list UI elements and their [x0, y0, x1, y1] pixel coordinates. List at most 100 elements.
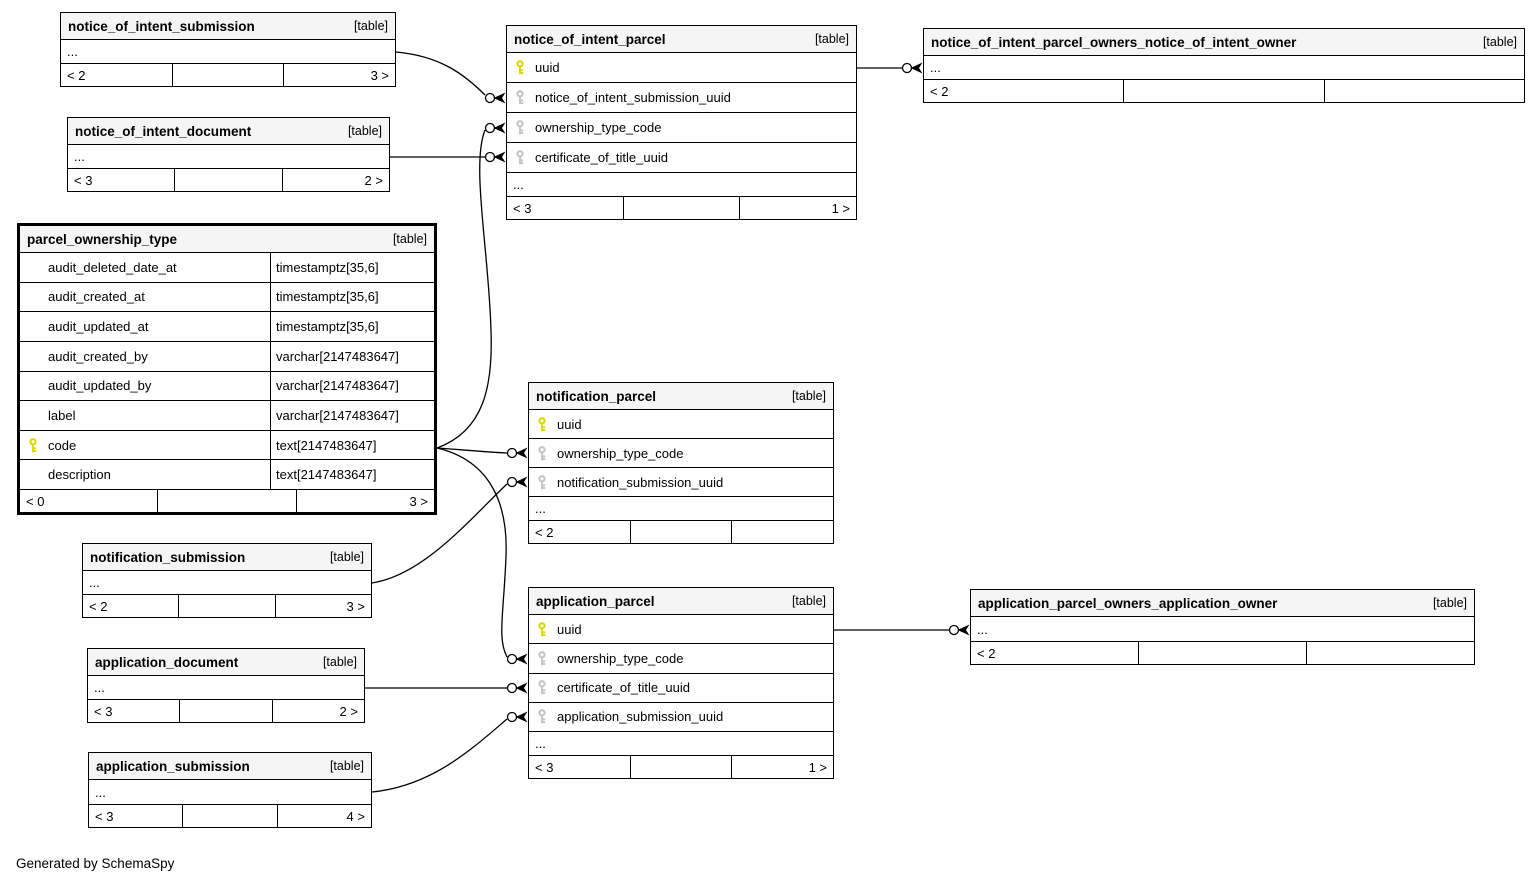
fk-count: < 3 [535, 759, 554, 775]
footer-middle [157, 490, 297, 512]
table-footer: < 2 [924, 80, 1524, 102]
table-parcel_ownership_type[interactable]: parcel_ownership_type [table] audit_delete… [17, 223, 437, 515]
fk-count: < 3 [95, 808, 114, 824]
table-name[interactable]: notification_submission [90, 549, 246, 565]
table-application_parcel_owners_application_owner[interactable]: application_parcel_owners_application_ow… [970, 589, 1475, 665]
zero-one-circle-marker [506, 476, 518, 488]
column-name: audit_updated_at [48, 319, 149, 335]
child-count: 3 > [370, 67, 390, 83]
child-count: 2 > [364, 172, 383, 188]
key-spacer [27, 467, 40, 482]
column-name: uuid [557, 621, 582, 637]
table-name[interactable]: notification_parcel [536, 388, 657, 404]
child-count: 3 > [409, 493, 428, 509]
relationship-line-notification_submission-to-notification_parcel [371, 483, 508, 584]
table-name[interactable]: application_parcel [536, 593, 655, 609]
key-spacer [27, 349, 40, 364]
zero-one-circle-marker [484, 92, 496, 104]
fk-arrowhead-marker [515, 653, 528, 665]
column-row-notification_submission_uuid: notification_submission_uuid [529, 468, 833, 497]
child-count: 2 > [339, 703, 358, 719]
table-header: application_submission [table] [89, 753, 371, 780]
column-name: uuid [535, 60, 560, 75]
table-notice_of_intent_submission[interactable]: notice_of_intent_submission[table]...< 2… [60, 12, 396, 87]
hidden-columns-ellipsis: ... [68, 145, 389, 169]
primary-key-icon [536, 621, 549, 637]
table-name[interactable]: application_document [95, 654, 239, 670]
column-row-uuid: uuid [507, 53, 856, 83]
column-row-uuid: uuid [529, 410, 833, 439]
table-tag: [table] [392, 232, 427, 246]
column-name: ownership_type_code [535, 120, 662, 135]
table-notice_of_intent_parcel_owners_notice_of_intent_owner[interactable]: notice_of_intent_parcel_owners_notice_of… [923, 28, 1525, 103]
column-row-application_submission_uuid: application_submission_uuid [529, 703, 833, 732]
column-row-notice_of_intent_submission_uuid: notice_of_intent_submission_uuid [507, 83, 856, 113]
primary-key-icon [514, 60, 527, 75]
hidden-columns-ellipsis: ... [89, 780, 371, 805]
table-tag: [table] [814, 32, 849, 46]
zero-one-circle-marker [484, 122, 496, 134]
fk-arrowhead-marker [515, 447, 528, 459]
table-notice_of_intent_parcel[interactable]: notice_of_intent_parcel [table] uuid notice… [506, 25, 857, 220]
table-notification_parcel[interactable]: notification_parcel[table]uuid ownership_… [528, 382, 834, 544]
table-name[interactable]: notice_of_intent_parcel [514, 31, 666, 47]
column-row-uuid: uuid [529, 615, 833, 645]
footer-middle [629, 756, 733, 778]
column-row-description: description text[2147483647] [20, 460, 434, 490]
column-name: code [48, 437, 77, 453]
column-type: text[2147483647] [270, 460, 434, 489]
child-count [732, 521, 833, 543]
foreign-key-icon [514, 90, 527, 105]
column-name: notification_submission_uuid [557, 474, 724, 490]
key-spacer [27, 378, 40, 393]
table-name[interactable]: notice_of_intent_document [75, 123, 252, 139]
fk-count: < 2 [930, 83, 949, 99]
table-tag: [table] [1432, 596, 1467, 610]
table-tag: [table] [1482, 35, 1517, 49]
table-name[interactable]: notice_of_intent_parcel_owners_notice_of… [931, 34, 1297, 50]
column-row-certificate_of_title_uuid: certificate_of_title_uuid [529, 674, 833, 703]
footer-middle [178, 595, 276, 617]
table-header: notification_parcel[table] [529, 383, 833, 410]
child-count: 1 > [808, 759, 828, 775]
column-name: ownership_type_code [557, 445, 684, 461]
table-name[interactable]: parcel_ownership_type [27, 231, 178, 247]
hidden-columns-ellipsis: ... [88, 676, 364, 700]
key-spacer [27, 289, 40, 304]
table-name[interactable]: application_parcel_owners_application_ow… [978, 595, 1278, 611]
key-spacer [27, 319, 40, 334]
column-name: description [48, 467, 111, 483]
table-tag: [table] [353, 19, 388, 33]
table-tag: [table] [791, 594, 826, 608]
table-name[interactable]: notice_of_intent_submission [68, 18, 255, 34]
fk-arrowhead-marker [910, 62, 923, 74]
zero-one-circle-marker [506, 682, 518, 694]
column-name: audit_created_at [48, 289, 145, 305]
column-type: varchar[2147483647] [270, 371, 434, 401]
fk-arrowhead-marker [515, 476, 528, 488]
footer-middle [179, 700, 273, 722]
zero-one-circle-marker [901, 62, 913, 74]
hidden-columns-ellipsis: ... [83, 571, 371, 595]
table-tag: [table] [329, 759, 364, 773]
table-footer: < 3 1 > [529, 756, 833, 778]
column-name: uuid [557, 416, 582, 432]
table-name[interactable]: application_submission [96, 758, 250, 774]
table-footer: < 2 [971, 642, 1474, 664]
fk-count: < 3 [94, 703, 113, 719]
zero-one-circle-marker [506, 653, 518, 665]
fk-count: < 2 [977, 645, 996, 661]
zero-one-circle-marker [506, 711, 518, 723]
